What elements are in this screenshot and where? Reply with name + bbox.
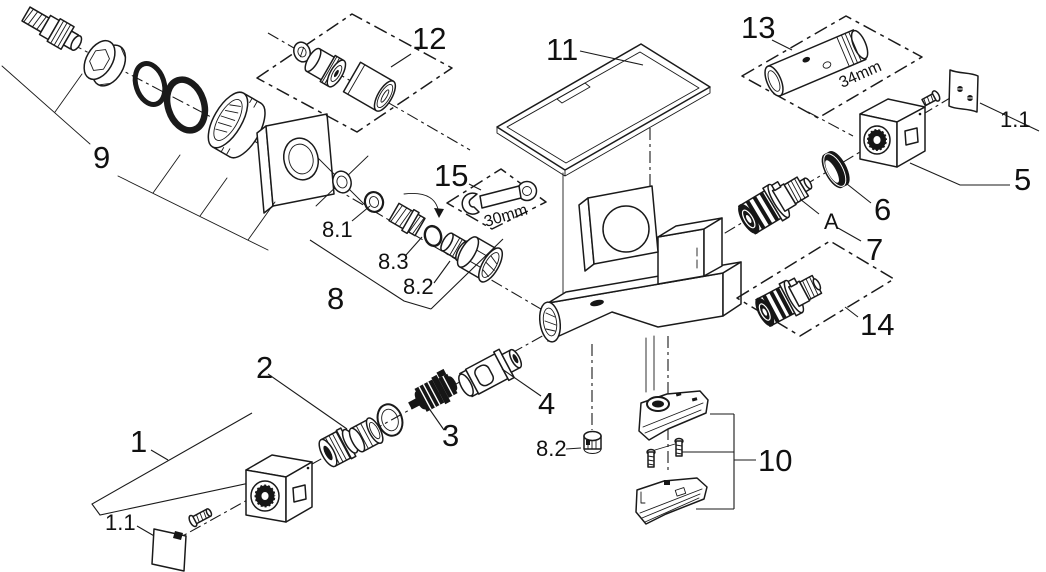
group-1-handle: [91, 412, 313, 572]
group-13-socket-tool: [741, 15, 923, 119]
flow-cartridge-3: [408, 368, 458, 412]
mousseur-8-2: [565, 430, 602, 454]
spout-cover: [635, 477, 708, 525]
part-label-8-2-bottom: 8.2: [536, 436, 567, 461]
part-label-8-3: 8.3: [378, 249, 409, 274]
handle-1-cube: [245, 454, 313, 523]
part-label-14: 14: [860, 307, 894, 342]
part-label-7: 7: [866, 232, 883, 267]
group-2-adapter: [318, 403, 404, 468]
hex-nut: [83, 39, 127, 87]
part-label-4: 4: [538, 386, 555, 421]
group-8-leaders: [309, 205, 504, 310]
part-label-5: 5: [1014, 162, 1031, 197]
part-label-8-2-mid: 8.2: [403, 274, 434, 299]
group-9-leader-rail: [1, 65, 276, 251]
group-9-escutcheon-parts: [1, 6, 369, 251]
part-label-13: 13: [741, 10, 775, 45]
square-escutcheon: [256, 113, 335, 214]
seal-8-1: [363, 190, 385, 214]
retaining-ring-6: [821, 150, 850, 189]
o-ring: [163, 76, 209, 134]
washer: [376, 403, 404, 437]
part-label-1-1-bottom: 1.1: [105, 510, 136, 535]
group-10-spout: [635, 390, 756, 525]
part-label-10: 10: [758, 443, 792, 478]
part-label-9: 9: [93, 140, 110, 175]
o-ring: [423, 224, 443, 248]
handle-5-cube: [859, 98, 926, 168]
union-nut: [456, 236, 504, 283]
sticker-plate-top: [909, 69, 1040, 186]
handle-screw: [921, 90, 941, 107]
open-end-wrench: [461, 180, 538, 215]
part-label-11: 11: [546, 32, 578, 67]
union-nipple-8-3: [388, 202, 426, 237]
part-label-1: 1: [130, 424, 147, 459]
marker-a-label: A: [824, 209, 839, 234]
group-14-spare-cartridge: [736, 240, 895, 337]
part-label-3: 3: [442, 418, 459, 453]
cartridge-sleeve-4: [458, 348, 523, 398]
threaded-nipple: [21, 6, 83, 51]
part-label-15: 15: [434, 158, 468, 193]
shelf: [496, 43, 711, 177]
group-8-s-union: [309, 190, 504, 310]
socket-wrench: [764, 29, 869, 97]
screw: [674, 437, 684, 457]
screw: [646, 448, 656, 468]
part-label-2: 2: [256, 350, 273, 385]
group-15-wrench-tool: [446, 168, 547, 230]
part-label-6: 6: [874, 192, 891, 227]
callout-labels: 9 12 11 13 34mm 1.1 5 15 30mm 8.1 8.3 8.…: [93, 10, 1031, 535]
grub-screw: [188, 508, 213, 528]
mixer-body: [538, 185, 742, 343]
o-ring: [132, 61, 168, 107]
part-label-1-1-top: 1.1: [1000, 107, 1031, 132]
valve-cap: [342, 61, 397, 112]
part-label-12: 12: [412, 21, 446, 56]
right-side-leaders: [799, 183, 872, 242]
part-label-8-1: 8.1: [322, 217, 353, 242]
spout-holder: [638, 390, 709, 441]
part-label-8: 8: [327, 281, 344, 316]
sticker: [151, 528, 187, 572]
lower-left-leaders: [267, 368, 542, 431]
thermostatic-cartridge-7: [738, 176, 813, 235]
seal-washer: [293, 41, 311, 63]
group-12-check-valve-kit: [256, 13, 453, 133]
star-seal: [315, 155, 369, 209]
check-valve: [304, 47, 347, 88]
